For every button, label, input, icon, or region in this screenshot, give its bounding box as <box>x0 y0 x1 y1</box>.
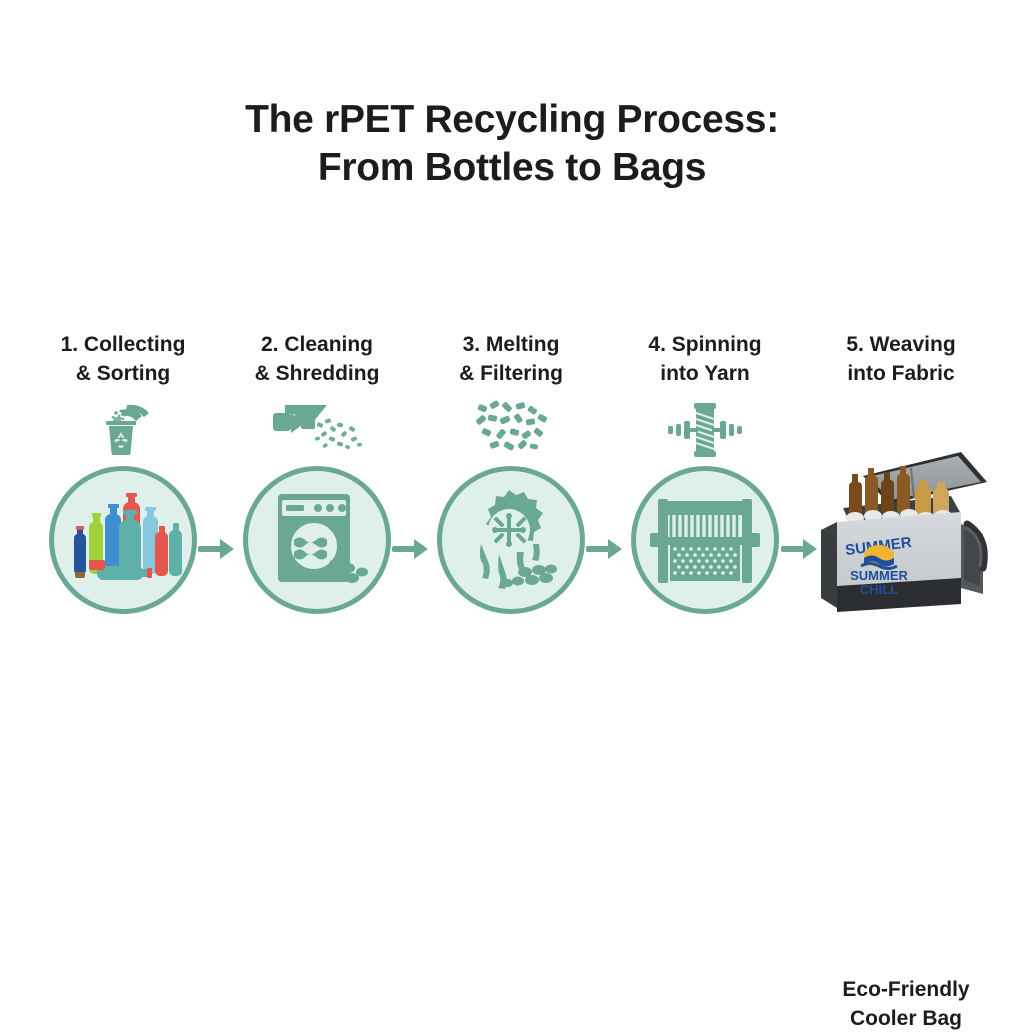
product-caption: Eco-Friendly Cooler Bag <box>842 978 970 1030</box>
plastic-bottles-icon <box>74 493 182 580</box>
step-2-circle <box>243 466 391 614</box>
step-1-circle <box>49 466 197 614</box>
step-4-circle <box>631 466 779 614</box>
loom-icon <box>650 499 760 583</box>
arrow-right-icon <box>390 532 432 566</box>
process-step-1[interactable]: 1. Collecting & Sorting <box>28 330 218 614</box>
recycling-bin-hand-icon <box>28 398 218 462</box>
step-2-label: 2. Cleaning & Shredding <box>254 333 380 385</box>
arrow-right-icon <box>584 532 626 566</box>
cooler-bag-photo: SUMMER SUMMER CHILL <box>806 438 1006 624</box>
arrow-right-icon <box>196 532 238 566</box>
step-4-label: 4. Spinning into Yarn <box>648 333 762 385</box>
bag-logo-line-2: SUMMER <box>850 568 908 583</box>
step-3-circle <box>437 466 585 614</box>
plastic-flakes-icon <box>416 398 606 462</box>
bag-logo-line-3: CHILL <box>860 582 898 597</box>
step-3-label: 3. Melting & Filtering <box>459 333 563 385</box>
washing-machine-icon <box>278 494 368 583</box>
process-step-5[interactable]: 5. Weaving into Fabric <box>806 330 996 388</box>
step-1-label: 1. Collecting & Sorting <box>60 333 186 385</box>
process-flow: 1. Collecting & Sorting <box>0 330 1024 1030</box>
yarn-spool-icon <box>610 398 800 462</box>
step-5-label: 5. Weaving into Fabric <box>846 333 956 385</box>
title-line-1: The rPET Recycling Process: <box>245 98 779 141</box>
arrow-right-icon <box>779 532 821 566</box>
melting-gear-icon <box>479 490 557 589</box>
page-title: The rPET Recycling Process: From Bottles… <box>0 96 1024 192</box>
title-line-2: From Bottles to Bags <box>317 146 707 189</box>
process-step-3[interactable]: 3. Melting & Filtering <box>416 330 606 614</box>
shredder-icon <box>222 398 412 462</box>
process-step-2[interactable]: 2. Cleaning & Shredding <box>222 330 412 614</box>
process-step-4[interactable]: 4. Spinning into Yarn <box>610 330 800 614</box>
